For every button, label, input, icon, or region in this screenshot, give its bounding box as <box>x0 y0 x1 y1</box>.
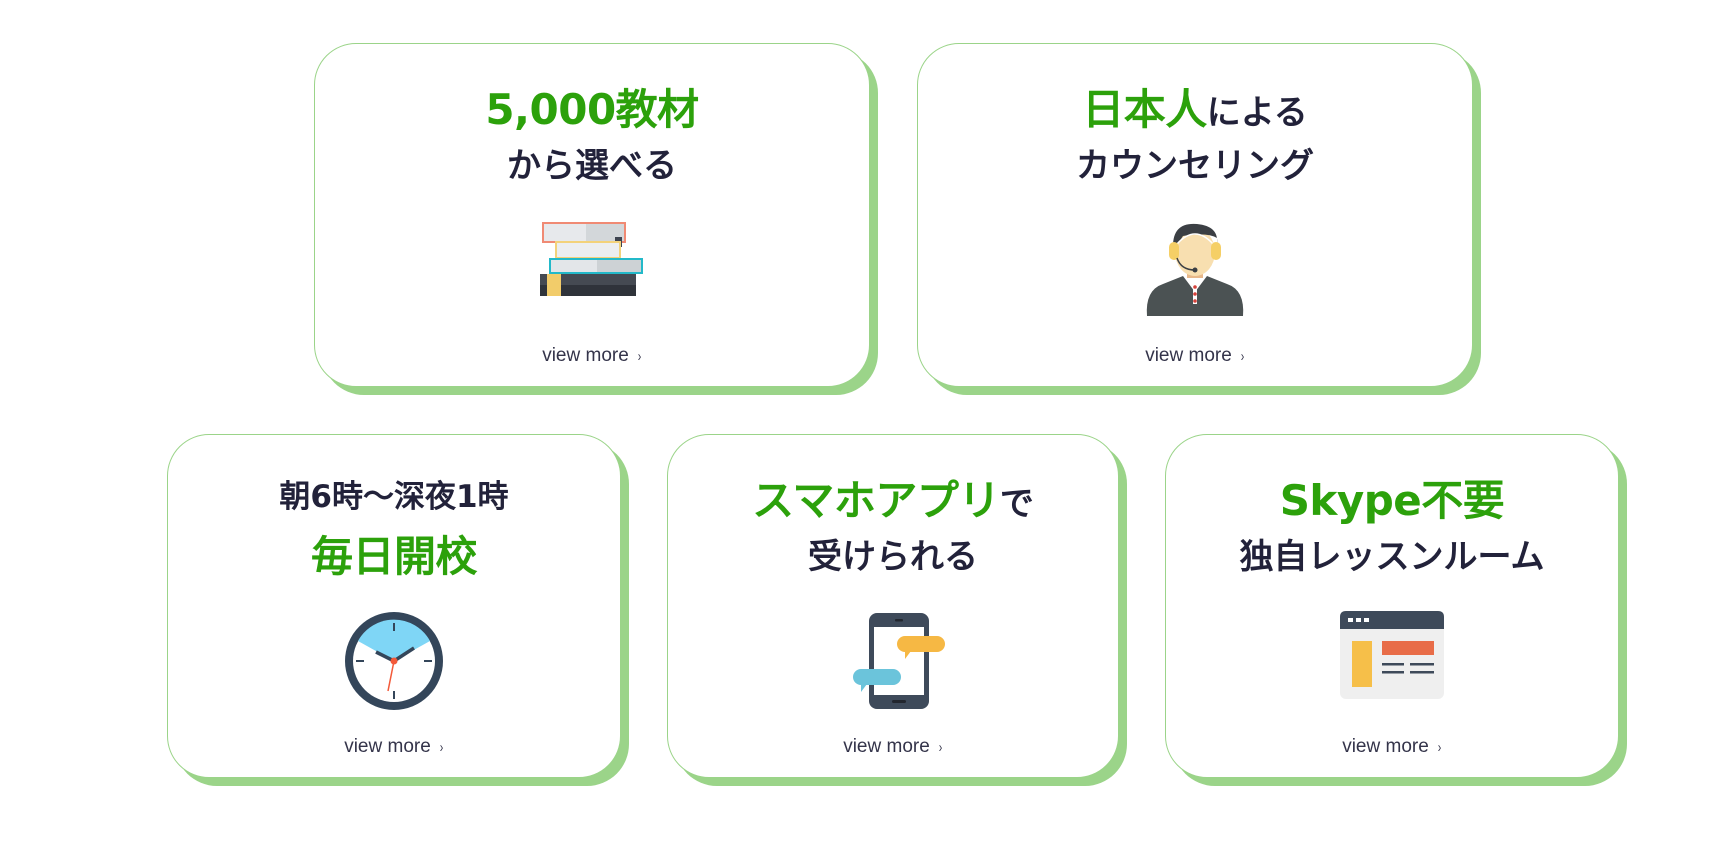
feature-card-materials[interactable]: 5,000教材 から選べる view more › <box>314 43 870 387</box>
view-more-label: view more <box>1342 736 1429 757</box>
view-more-label: view more <box>542 345 629 366</box>
view-more-link[interactable]: view more › <box>918 345 1472 367</box>
chevron-right-icon: › <box>637 348 642 365</box>
card-subheadline: 独自レッスンルーム <box>1239 537 1545 577</box>
books-icon <box>540 222 644 296</box>
card-headline-dark: で <box>999 484 1034 524</box>
view-more-label: view more <box>344 736 431 757</box>
view-more-label: view more <box>843 736 930 757</box>
view-more-label: view more <box>1145 345 1232 366</box>
browser-window-icon <box>1340 611 1444 699</box>
clock-icon <box>344 611 444 711</box>
card-headline-dark: 朝6時〜深夜1時 <box>279 479 509 515</box>
card-headline-green: 5,000教材 <box>485 85 699 134</box>
card-headline-green: スマホアプリ <box>752 476 1000 525</box>
feature-card-app[interactable]: スマホアプリで 受けられる view more › <box>667 434 1119 778</box>
chevron-right-icon: › <box>1437 739 1442 756</box>
chevron-right-icon: › <box>938 739 943 756</box>
card-subheadline-green: 毎日開校 <box>310 532 478 581</box>
view-more-link[interactable]: view more › <box>315 345 869 367</box>
counselor-headset-icon <box>1143 220 1247 320</box>
feature-card-hours[interactable]: 朝6時〜深夜1時 毎日開校 view more › <box>167 434 621 778</box>
card-headline-green: Skype不要 <box>1279 476 1505 525</box>
smartphone-chat-icon <box>849 611 949 711</box>
view-more-link[interactable]: view more › <box>668 736 1118 758</box>
card-headline-green: 日本人 <box>1082 85 1207 134</box>
card-subheadline: カウンセリング <box>1076 146 1314 186</box>
chevron-right-icon: › <box>439 739 444 756</box>
card-subheadline: 受けられる <box>808 537 978 577</box>
card-subheadline: から選べる <box>507 146 677 186</box>
card-headline-dark: による <box>1206 93 1308 133</box>
chevron-right-icon: › <box>1240 348 1245 365</box>
feature-card-counseling[interactable]: 日本人による カウンセリング view more › <box>917 43 1473 387</box>
feature-card-lesson-room[interactable]: Skype不要 独自レッスンルーム view more › <box>1165 434 1619 778</box>
view-more-link[interactable]: view more › <box>168 736 620 758</box>
view-more-link[interactable]: view more › <box>1166 736 1618 758</box>
